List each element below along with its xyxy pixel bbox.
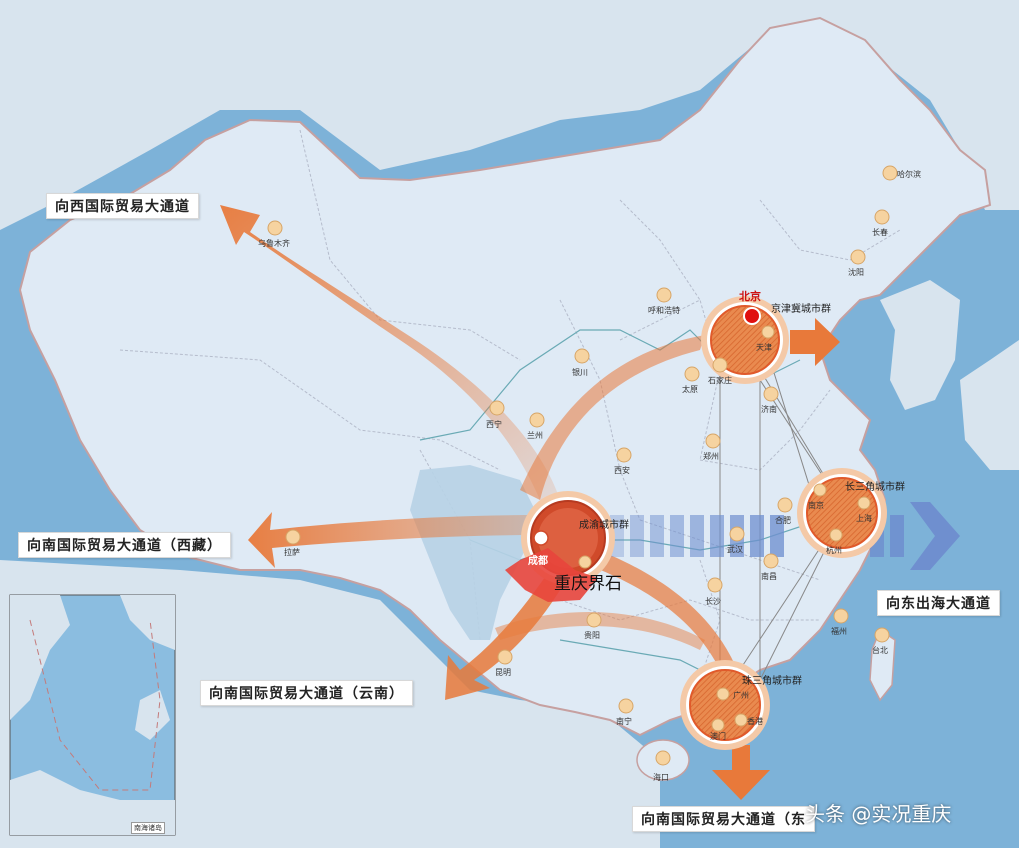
city-dots — [267, 165, 898, 766]
city-dot — [729, 526, 745, 542]
label-capital-beijing: 北京 — [739, 290, 761, 303]
city-dot — [813, 483, 827, 497]
label-city-harbin: 哈尔滨 — [897, 170, 921, 179]
city-dot — [882, 165, 898, 181]
label-cluster-changsanjiao: 长三角城市群 — [845, 482, 905, 493]
label-city-hefei: 合肥 — [775, 516, 791, 525]
city-dot — [656, 287, 672, 303]
east-corridor-band — [610, 502, 960, 570]
city-dot — [833, 608, 849, 624]
label-city-urumqi: 乌鲁木齐 — [258, 239, 290, 248]
city-dot — [574, 348, 590, 364]
label-city-chengdu: 成都 — [528, 556, 548, 567]
city-dot — [529, 412, 545, 428]
city-dot — [734, 713, 748, 727]
city-dot — [874, 627, 890, 643]
city-dot — [707, 577, 723, 593]
city-dot — [777, 497, 793, 513]
label-city-tianjin: 天津 — [756, 343, 772, 352]
arrow-beijing-east — [790, 318, 840, 366]
city-dot — [763, 553, 779, 569]
city-dot — [857, 496, 871, 510]
hub-zhusanjiao — [680, 660, 770, 750]
label-city-wuhan: 武汉 — [727, 545, 743, 554]
city-dot — [716, 687, 730, 701]
label-city-hohhot: 呼和浩特 — [648, 306, 680, 315]
label-city-haikou: 海口 — [653, 773, 669, 782]
city-dot — [578, 555, 592, 569]
city-dot — [497, 649, 513, 665]
label-city-zhengzhou: 郑州 — [703, 452, 719, 461]
city-dot — [711, 718, 725, 732]
label-city-nanning: 南宁 — [616, 717, 632, 726]
city-dot — [712, 357, 728, 373]
arrow-south-sweep — [495, 612, 705, 650]
city-dot — [655, 750, 671, 766]
label-city-xining: 西宁 — [486, 420, 502, 429]
south-china-sea-inset — [9, 594, 176, 836]
label-corridor-south-bottom: 向南国际贸易大通道（东 — [632, 806, 815, 832]
chengdu-dot — [533, 530, 549, 546]
arrow-to-zhusanjiao — [575, 545, 735, 670]
city-dot — [267, 220, 283, 236]
city-dot — [850, 249, 866, 265]
city-dot — [763, 386, 779, 402]
city-dot — [616, 447, 632, 463]
city-dot — [489, 400, 505, 416]
neighbor-land-north — [0, 0, 1019, 230]
label-city-shijiazhuang: 石家庄 — [708, 376, 732, 385]
label-city-nanchang: 南昌 — [761, 572, 777, 581]
city-dot — [586, 612, 602, 628]
taiwan-island — [869, 628, 896, 702]
label-city-hangzhou: 杭州 — [826, 546, 842, 555]
label-city-fuzhou: 福州 — [831, 627, 847, 636]
label-city-shanghai: 上海 — [856, 514, 872, 523]
beijing-dot — [743, 307, 761, 325]
label-city-yinchuan: 银川 — [572, 368, 588, 377]
label-focus-jieshi: 重庆界石 — [554, 574, 622, 594]
label-city-taiyuan: 太原 — [682, 385, 698, 394]
label-city-changsha: 长沙 — [705, 597, 721, 606]
label-city-lhasa: 拉萨 — [284, 548, 300, 557]
label-city-changchun: 长春 — [872, 228, 888, 237]
arrow-tibet — [248, 512, 540, 568]
label-city-guiyang: 贵阳 — [584, 631, 600, 640]
label-city-kunming: 昆明 — [495, 668, 511, 677]
label-city-shenyang: 沈阳 — [848, 268, 864, 277]
label-cluster-jingjinji: 京津冀城市群 — [771, 304, 831, 315]
korea-peninsula — [880, 280, 960, 410]
arrow-to-beijing — [520, 335, 705, 500]
city-dot — [874, 209, 890, 225]
arrow-south-bottom — [712, 745, 770, 800]
label-city-lanzhou: 兰州 — [527, 431, 543, 440]
label-city-macau: 澳门 — [710, 732, 726, 741]
label-city-jinan: 济南 — [761, 405, 777, 414]
city-dot — [618, 698, 634, 714]
label-cluster-chengyu: 成渝城市群 — [579, 520, 629, 531]
label-city-xian: 西安 — [614, 466, 630, 475]
china-mainland — [18, 16, 992, 737]
label-corridor-east: 向东出海大通道 — [877, 590, 1000, 616]
label-city-nanjing: 南京 — [808, 501, 824, 510]
label-cluster-zhusanjiao: 珠三角城市群 — [742, 676, 802, 687]
city-dot — [829, 528, 843, 542]
city-dot — [285, 529, 301, 545]
city-dot — [705, 433, 721, 449]
sichuan-basin — [410, 465, 540, 640]
arrow-west — [220, 205, 560, 500]
watermark: 头条 @实况重庆 — [805, 802, 952, 826]
label-corridor-tibet: 向南国际贸易大通道（西藏） — [18, 532, 231, 558]
city-dot — [684, 366, 700, 382]
label-corridor-west: 向西国际贸易大通道 — [46, 193, 199, 219]
label-city-hongkong: 香港 — [747, 717, 763, 726]
label-city-taipei: 台北 — [872, 646, 888, 655]
chongqing-area — [505, 548, 598, 602]
label-corridor-yunnan: 向南国际贸易大通道（云南） — [200, 680, 413, 706]
city-dot — [761, 325, 775, 339]
label-city-guangzhou: 广州 — [733, 691, 749, 700]
japan-islands — [960, 340, 1019, 470]
label-inset-south-china-sea: 南海诸岛 — [131, 822, 165, 834]
